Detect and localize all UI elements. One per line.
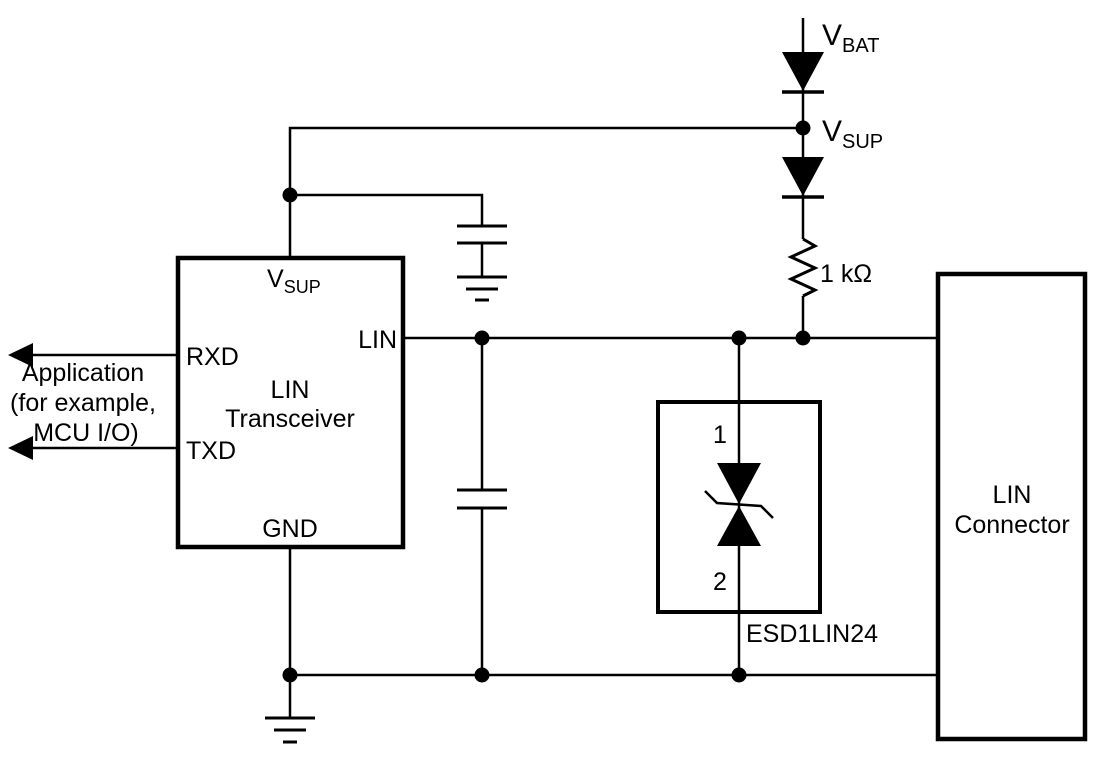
vbat-label: VBAT (822, 19, 879, 57)
diode-1 (782, 52, 824, 94)
transceiver-pin-rxd-label: RXD (186, 343, 239, 371)
tvs-bottom-triangle (717, 506, 761, 546)
connector-box (935, 271, 1088, 742)
ground-symbol-1 (457, 275, 507, 302)
application-label-line2: (for example, (10, 389, 156, 417)
transceiver-pin-vsup-label: VSUP (267, 265, 321, 297)
capacitor-2 (457, 488, 507, 510)
junction-dot-lin-esd (731, 330, 747, 346)
vsup-top-wire (288, 126, 803, 258)
transceiver-name-line1: LIN (271, 376, 310, 404)
application-label-line1: Application (22, 359, 144, 387)
vsup-node-label: VSUP (822, 115, 883, 153)
transceiver-name-line2: Transceiver (225, 405, 355, 433)
junction-dot-gnd-left (282, 667, 298, 683)
transceiver-pin-lin-label: LIN (358, 326, 397, 354)
txd-arrowhead-icon (8, 436, 33, 460)
junction-dots (282, 120, 811, 683)
junction-dot-gnd-cap (474, 667, 490, 683)
capacitor-1-plates (457, 224, 507, 245)
rxd-arrowhead-icon (8, 343, 33, 367)
esd-pin2-label: 2 (713, 568, 727, 596)
resistor-symbol (787, 237, 819, 298)
connector-name-line2: Connector (954, 511, 1069, 539)
cap1-branch-wire (290, 193, 484, 277)
tvs-zener-bar (704, 490, 774, 519)
esd-pin1-label: 1 (713, 421, 727, 449)
ground-1-bars (457, 275, 507, 302)
junction-dot-vsup (795, 120, 811, 136)
diode-1-triangle (782, 52, 824, 91)
ground-2-bars (265, 716, 315, 744)
esd-box (656, 400, 822, 614)
junction-dot-lin-res (795, 330, 811, 346)
junction-dot-lin-cap (474, 330, 490, 346)
application-label-line3: MCU I/O) (33, 419, 139, 447)
wires (28, 18, 938, 718)
diode-2 (782, 157, 824, 199)
resistor-value-label: 1 kΩ (820, 260, 872, 288)
esd-part-number-label: ESD1LIN24 (746, 620, 878, 648)
capacitor-2-plates (457, 488, 507, 510)
transceiver-box (175, 255, 406, 550)
transceiver-pin-txd-label: TXD (186, 437, 236, 465)
junction-dot-gnd-esd (731, 667, 747, 683)
connector-name-line1: LIN (993, 481, 1032, 509)
transceiver-pin-gnd-label: GND (262, 515, 318, 543)
diode-2-triangle (782, 157, 824, 196)
capacitor-1 (457, 224, 507, 245)
junction-dot-top-left (282, 187, 298, 203)
tvs-diode-symbol (704, 463, 774, 546)
tvs-top-triangle (717, 463, 761, 504)
ground-symbol-2 (265, 716, 315, 744)
